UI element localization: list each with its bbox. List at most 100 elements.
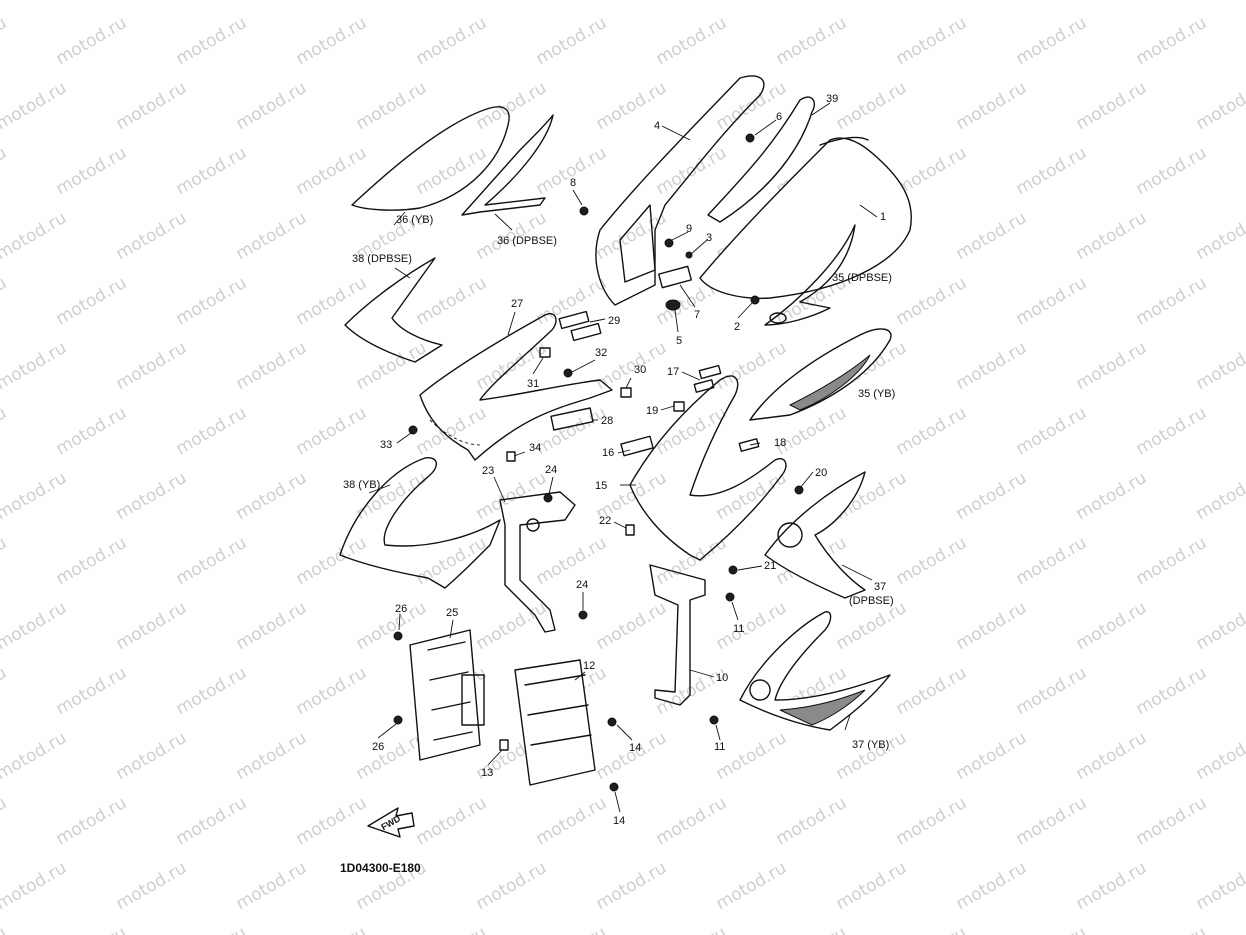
watermark-text: motod.ru [293,403,371,459]
watermark-text: motod.ru [533,143,611,199]
watermark-text: motod.ru [1133,793,1211,849]
callout-label: 10 [716,672,728,684]
watermark-text: motod.ru [173,403,251,459]
watermark-text: motod.ru [113,468,191,524]
watermark-text: motod.ru [1013,533,1091,589]
watermark-text: motod.ru [1073,338,1151,394]
watermark-text: motod.ru [353,78,431,134]
watermark-text: motod.ru [173,143,251,199]
watermark-text: motod.ru [233,728,311,784]
watermark-text: motod.ru [0,0,70,4]
watermark-text: motod.ru [653,533,731,589]
watermark-text: motod.ru [1133,403,1211,459]
callout-label: 34 [529,442,541,454]
watermark-text: motod.ru [1073,468,1151,524]
watermark-text: motod.ru [593,858,671,914]
watermark-text: motod.ru [1193,338,1246,394]
callout-label: 37 (YB) [852,739,889,751]
callout-label: 38 (DPBSE) [352,253,412,265]
watermark-text: motod.ru [233,598,311,654]
callout-label: 18 [774,437,786,449]
part-outlines [339,75,912,786]
watermark-text: motod.ru [413,533,491,589]
watermark-text: motod.ru [1193,598,1246,654]
callout-label: 28 [601,415,613,427]
watermark-text: motod.ru [353,338,431,394]
watermark-text: motod.ru [533,273,611,329]
callout-label: 26 [395,603,407,615]
watermark-text: motod.ru [413,403,491,459]
callout-label: 37 [874,581,886,593]
callout-label: 15 [595,480,607,492]
watermark-text: motod.ru [413,143,491,199]
watermark-text: motod.ru [113,858,191,914]
watermark-text: motod.ru [173,273,251,329]
watermark-text: motod.ru [233,208,311,264]
watermark-text: motod.ru [713,338,791,394]
watermark-text: motod.ru [833,0,911,4]
watermark-text: motod.ru [413,923,491,935]
callout-label: 24 [545,464,557,476]
callout-label: 16 [602,447,614,459]
watermark-text: motod.ru [953,208,1031,264]
watermark-text: motod.ru [113,0,191,4]
callout-label: 27 [511,298,523,310]
watermark-text: motod.ru [0,13,10,69]
watermark-text: motod.ru [713,0,791,4]
callout-label: 35 (YB) [858,388,895,400]
watermark-text: motod.ru [533,533,611,589]
watermark-text: motod.ru [413,793,491,849]
watermark-text: motod.ru [0,468,70,524]
watermark-text: motod.ru [1133,923,1211,935]
watermark-text: motod.ru [173,13,251,69]
watermark-text: motod.ru [113,338,191,394]
watermark-text: motod.ru [353,0,431,4]
watermark-text: motod.ru [1193,0,1246,4]
watermark-text: motod.ru [233,858,311,914]
watermark-text: motod.ru [1133,663,1211,719]
watermark-text: motod.ru [953,0,1031,4]
watermark-text: motod.ru [0,338,70,394]
watermark-text: motod.ru [113,598,191,654]
watermark-text: motod.ru [233,0,311,4]
watermark-text: motod.ru [53,403,131,459]
watermark-text: motod.ru [893,923,971,935]
callout-label: 1 [880,211,886,223]
watermark-text: motod.ru [0,273,10,329]
watermark-text: motod.ru [1193,208,1246,264]
watermark-text: motod.ru [1013,923,1091,935]
watermark-text: motod.ru [533,13,611,69]
callout-label: 38 (YB) [343,479,380,491]
watermark-text: motod.ru [1013,13,1091,69]
watermark-text: motod.ru [893,403,971,459]
callout-label: 33 [380,439,392,451]
small-parts [393,133,804,792]
watermark-text: motod.ru [173,663,251,719]
callout-label: 39 [826,93,838,105]
watermark-text: motod.ru [953,78,1031,134]
watermark-text: motod.ru [0,208,70,264]
watermark-text: motod.ru [1133,533,1211,589]
watermark-text: motod.ru [953,728,1031,784]
watermark-text: motod.ru [0,533,10,589]
watermark-text: motod.ru [53,923,131,935]
watermark-text: motod.ru [53,273,131,329]
callout-label: 4 [654,120,660,132]
watermark-text: motod.ru [593,728,671,784]
watermark-text: motod.ru [473,78,551,134]
watermark-text: motod.ru [833,858,911,914]
watermark-text: motod.ru [293,143,371,199]
callout-label: 31 [527,378,539,390]
watermark-text: motod.ru [833,78,911,134]
watermark-text: motod.ru [653,793,731,849]
watermark-text: motod.ru [353,468,431,524]
watermark-text: motod.ru [233,338,311,394]
watermark-text: motod.ru [0,403,10,459]
watermark-text: motod.ru [713,598,791,654]
callout-label: 24 [576,579,588,591]
watermark-text: motod.ru [233,468,311,524]
callout-label: (DPBSE) [849,595,894,607]
watermark-text: motod.ru [893,13,971,69]
